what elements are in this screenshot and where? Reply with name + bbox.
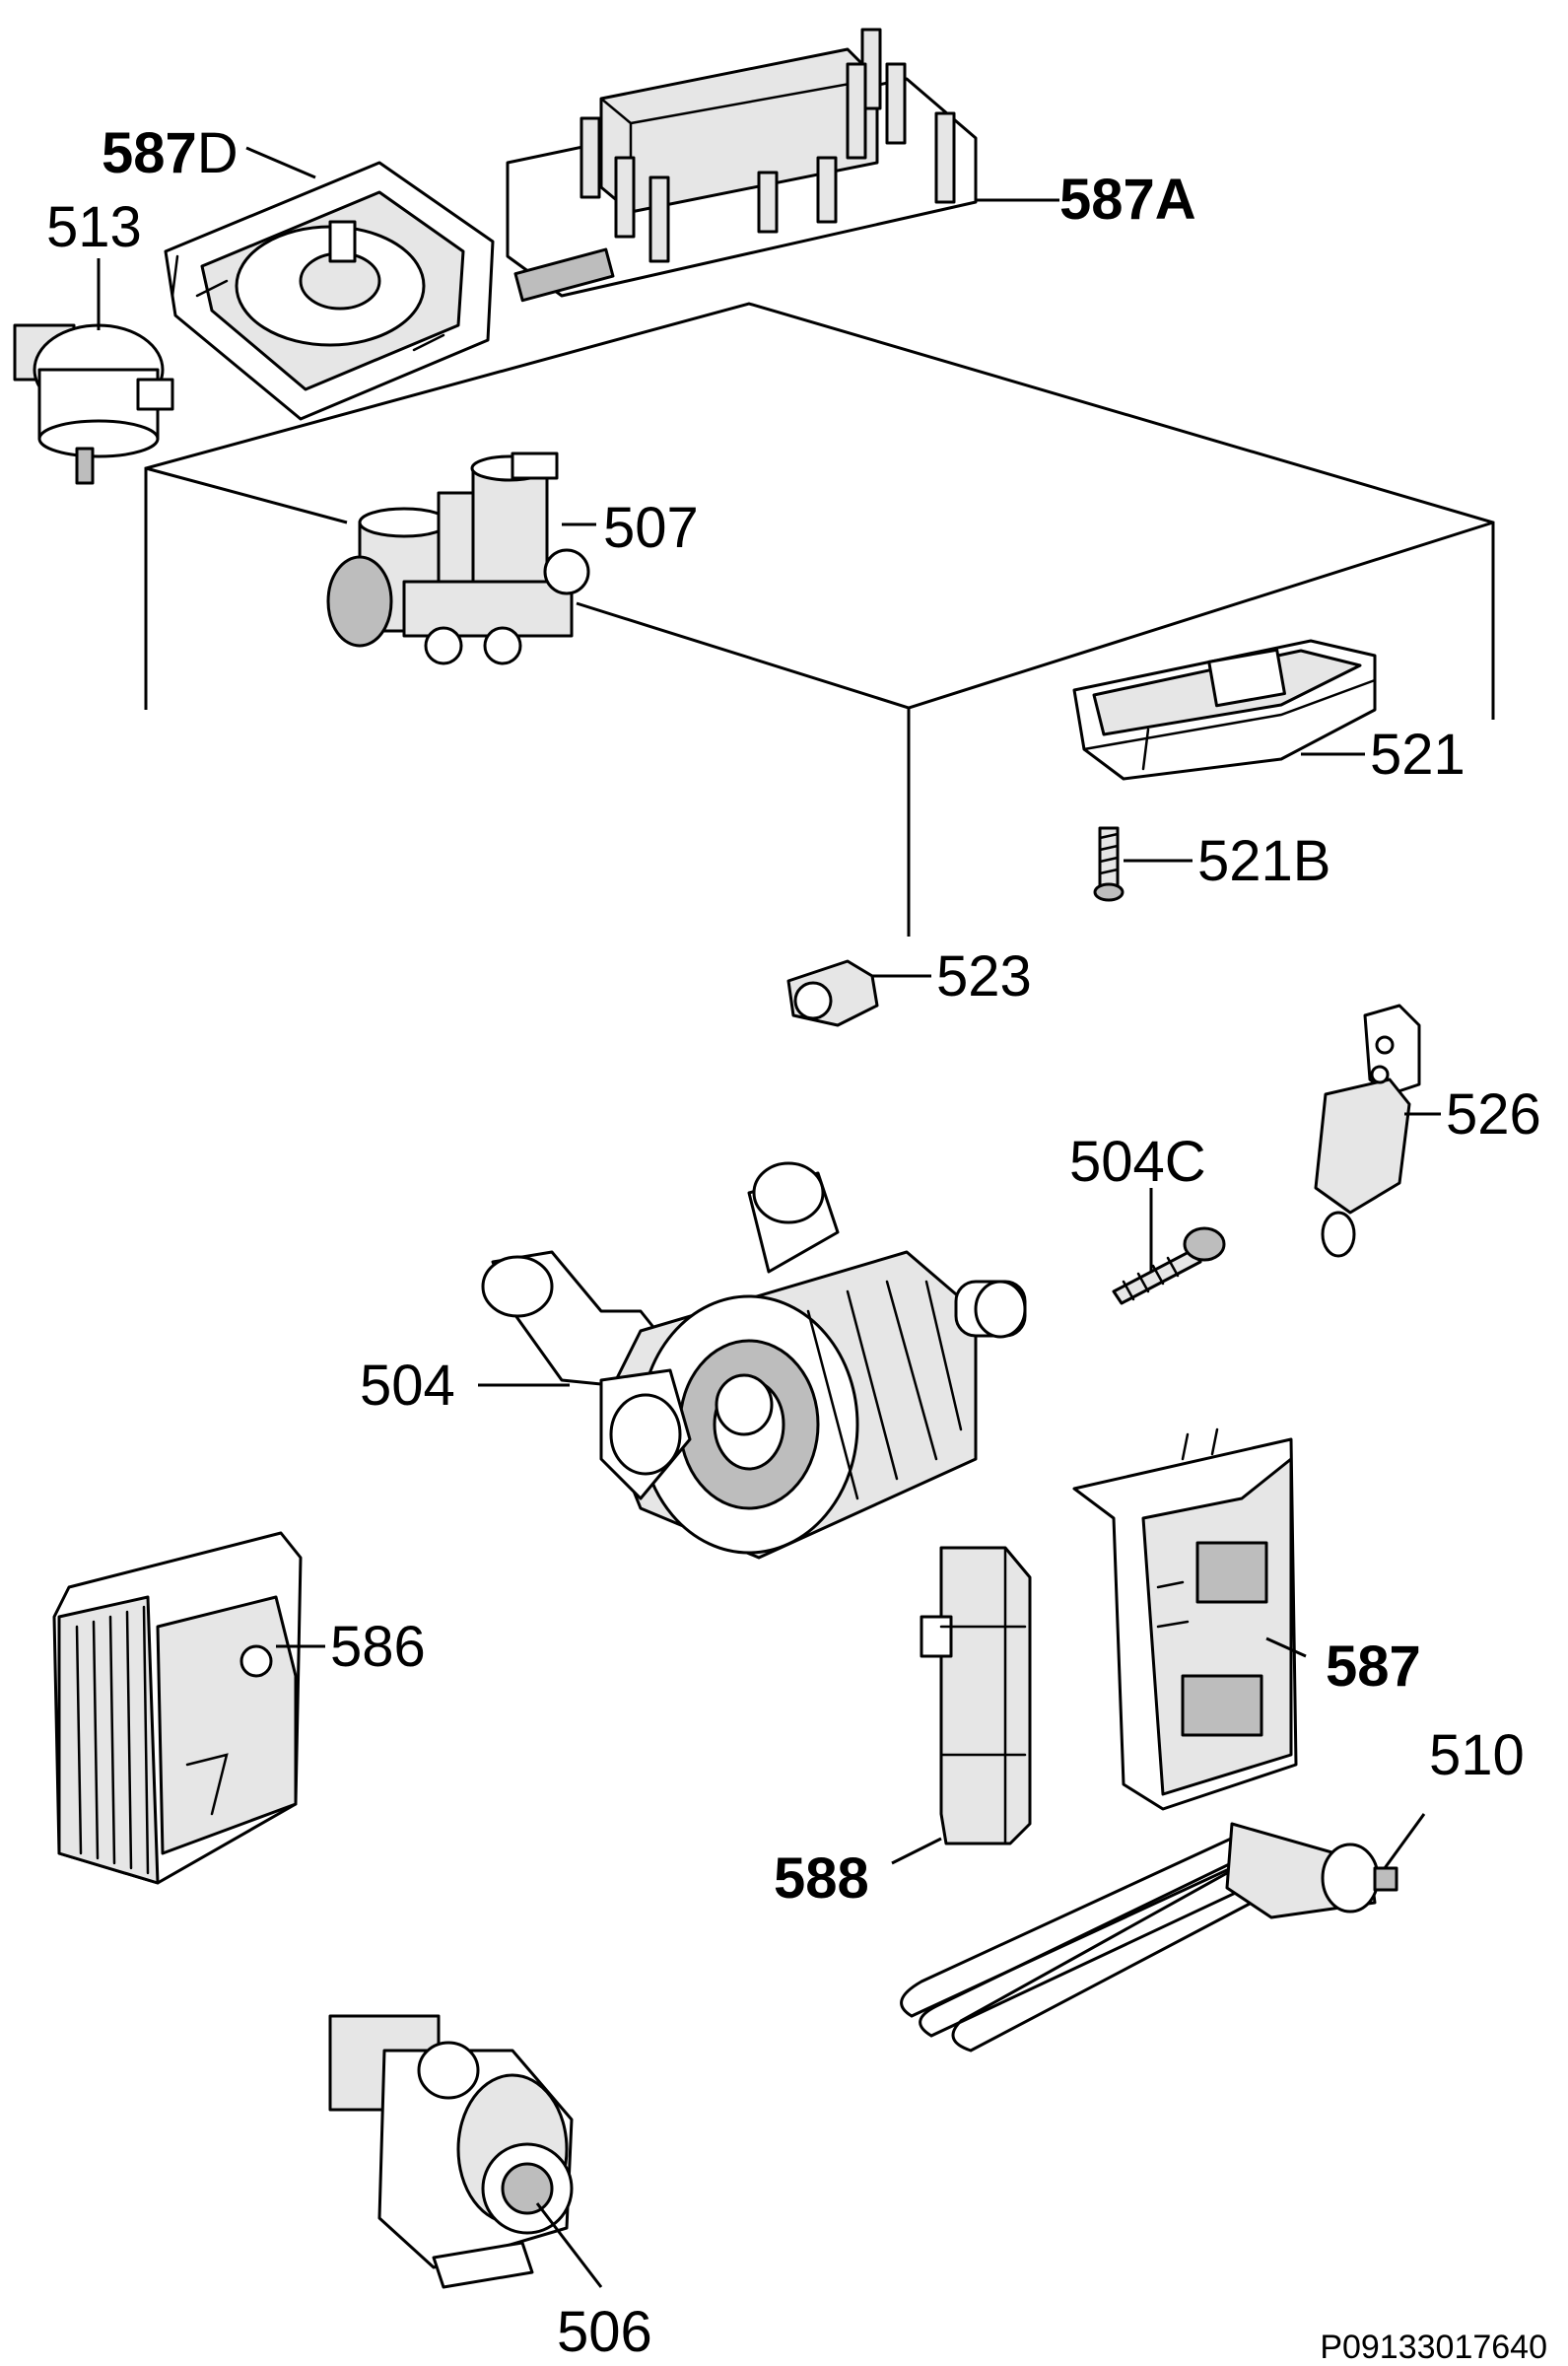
part-labels: 587D 513 587A 507 521 521B 523 526 504C … [46,121,1541,2364]
part-523-clip [786,959,879,1027]
label-513: 513 [46,195,142,259]
label-587: 587 [1326,1635,1421,1699]
label-504: 504 [360,1354,455,1418]
part-587D-panel-housing [164,161,495,421]
part-507-inlet-valve [326,452,590,665]
part-586-module [52,1531,303,1885]
part-521-bracket [1072,639,1377,781]
label-504C: 504C [1069,1130,1206,1194]
part-510-heating-element [900,1822,1398,2053]
label-587A: 587A [1059,168,1196,232]
label-506: 506 [557,2300,652,2364]
part-506-drain-pump [328,2014,574,2289]
part-588-filter [920,1546,1032,1845]
reference-code: P09133017640 [1320,2329,1547,2366]
label-588: 588 [774,1846,869,1911]
part-587A-electronic-board [506,28,978,303]
cabinet-frame [144,302,1495,937]
label-526: 526 [1446,1082,1541,1147]
part-521B-screw [1093,826,1125,902]
label-521B: 521B [1197,829,1330,893]
board-posts [579,28,956,263]
part-504C-screw [1112,1226,1226,1305]
label-523: 523 [936,944,1032,1009]
label-587D: 587D [102,121,239,185]
label-521: 521 [1370,723,1466,787]
part-513-pressure-switch [13,323,174,485]
label-507: 507 [603,496,699,560]
part-504-motor [481,1161,1027,1560]
label-586: 586 [330,1615,426,1679]
part-526-sensor [1314,1004,1421,1258]
leader-lines [97,146,1441,2288]
part-587-main-board [1072,1427,1298,1811]
label-510: 510 [1429,1723,1525,1787]
